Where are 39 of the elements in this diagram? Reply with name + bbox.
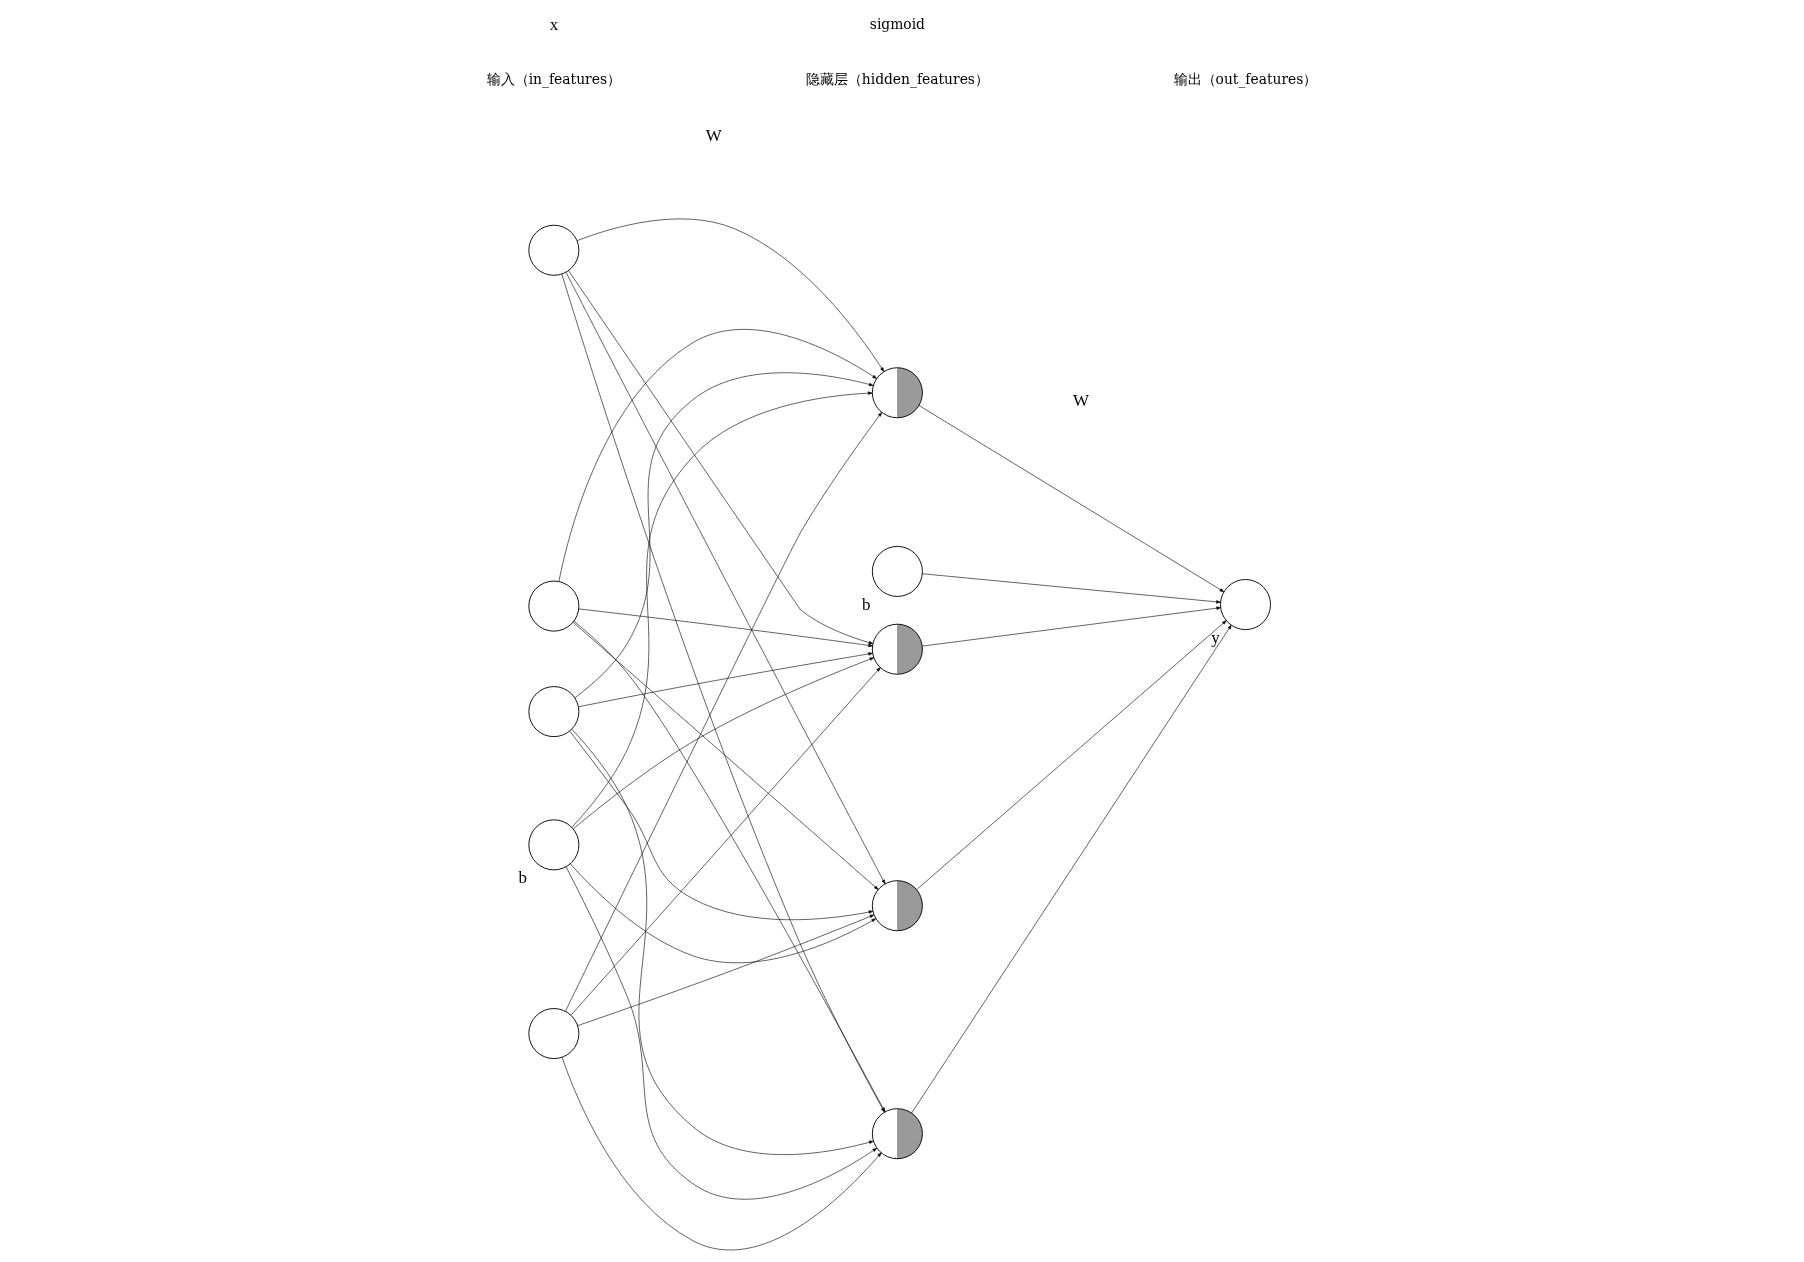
arrow: [565, 866, 877, 1200]
arrow: [911, 624, 1232, 1114]
node-circle: [871, 545, 923, 597]
arrow: [576, 218, 885, 372]
label: 隐藏层（hidden_features）: [805, 71, 989, 88]
arrow: [565, 272, 886, 885]
label: 输出（out_features）: [1173, 71, 1318, 88]
node-label: y: [1211, 628, 1220, 648]
label: x: [549, 14, 559, 34]
arrow: [574, 372, 874, 698]
arrow: [572, 622, 879, 890]
arrow: [568, 270, 874, 645]
node-circle: [528, 224, 580, 276]
label: W: [1073, 391, 1090, 411]
arrow: [573, 657, 875, 830]
arrow: [569, 730, 874, 920]
node-label: b: [861, 595, 871, 615]
arrow: [922, 573, 1221, 604]
arrow: [578, 652, 873, 708]
arrow: [558, 329, 877, 582]
node-label: b: [518, 868, 527, 888]
arrow: [561, 1057, 882, 1251]
arrow: [916, 620, 1227, 890]
arrow: [571, 728, 874, 1155]
node-circle: [528, 1008, 580, 1060]
node-circle: [528, 580, 580, 632]
arrow: [570, 667, 881, 1016]
arrow: [577, 914, 875, 1026]
label: W: [705, 126, 722, 146]
arrow: [565, 412, 882, 1012]
arrow: [578, 608, 873, 648]
arrow: [918, 405, 1225, 593]
arrow: [921, 606, 1221, 647]
node-circle: [528, 819, 580, 871]
arrow: [571, 391, 873, 828]
label: 输入（in_features）: [486, 71, 622, 88]
node-circle: [528, 686, 580, 738]
arrow: [570, 863, 876, 964]
label: sigmoid: [869, 15, 925, 32]
